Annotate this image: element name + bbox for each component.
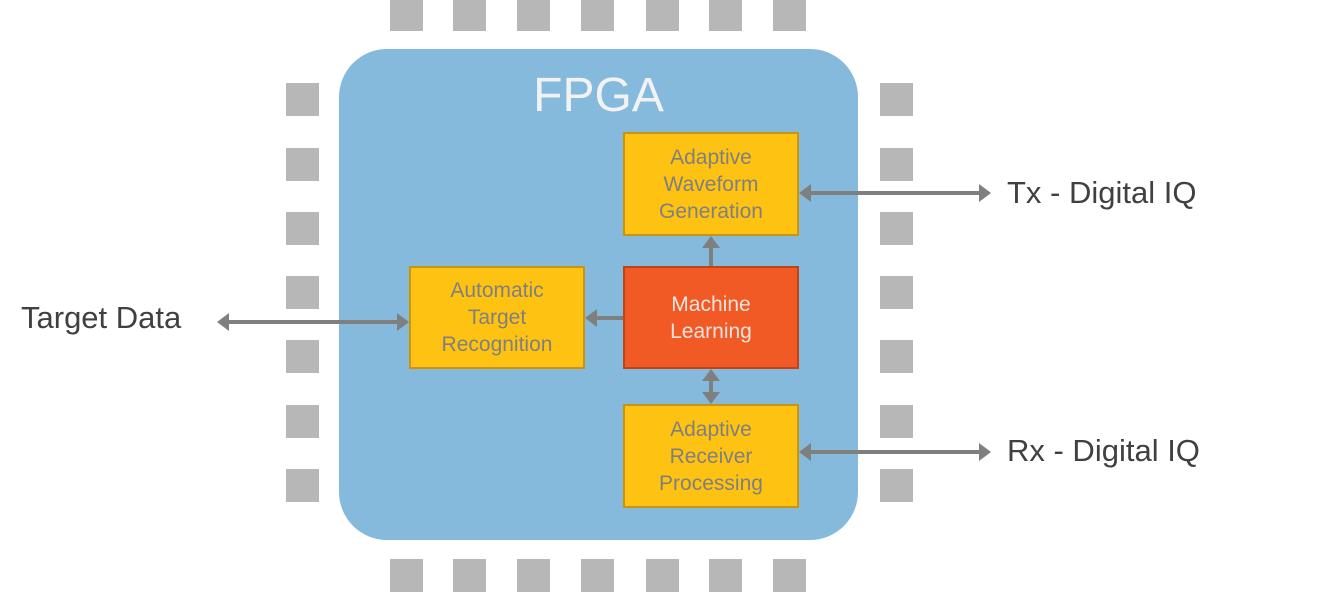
pin <box>709 0 742 31</box>
pin <box>880 83 913 116</box>
block-machine-learning: Machine Learning <box>623 266 799 369</box>
pin <box>581 559 614 592</box>
pin <box>286 148 319 181</box>
pin <box>286 276 319 309</box>
pin <box>709 559 742 592</box>
block-label-line: Receiver <box>669 444 753 468</box>
label-rx-digital-iq: Rx - Digital IQ <box>1007 433 1200 468</box>
arrow-target-data-atr <box>217 313 409 331</box>
pin <box>880 148 913 181</box>
pin <box>880 469 913 502</box>
pin <box>453 0 486 31</box>
block-label-line: Adaptive <box>670 417 752 441</box>
arrow-ml-to-waveform <box>702 236 720 266</box>
block-label-line: Automatic <box>450 279 544 302</box>
arrow-waveform-tx <box>799 184 991 202</box>
pin <box>880 212 913 245</box>
arrow-ml-receiver <box>702 369 720 404</box>
pin <box>286 469 319 502</box>
block-adaptive-waveform-generation: Adaptive Waveform Generation <box>623 132 799 236</box>
pin <box>453 559 486 592</box>
pin <box>880 276 913 309</box>
pin <box>390 559 423 592</box>
block-label-line: Machine <box>671 292 751 316</box>
pin <box>390 0 423 31</box>
block-label-line: Processing <box>659 471 763 495</box>
block-label-line: Generation <box>659 199 763 223</box>
block-label-line: Adaptive <box>670 145 752 169</box>
pin <box>517 0 550 31</box>
pin <box>517 559 550 592</box>
pin <box>286 340 319 373</box>
arrow-ml-to-atr <box>585 309 623 327</box>
pin <box>880 340 913 373</box>
chip-title: FPGA <box>533 69 664 122</box>
pin <box>646 0 679 31</box>
pin <box>773 559 806 592</box>
pin <box>286 83 319 116</box>
arrow-receiver-rx <box>799 443 991 461</box>
pin <box>880 405 913 438</box>
pin <box>581 0 614 31</box>
block-label-line: Recognition <box>441 333 553 356</box>
block-label-line: Waveform <box>663 172 759 196</box>
pin <box>773 0 806 31</box>
label-target-data: Target Data <box>21 300 182 335</box>
block-label-line: Learning <box>670 319 752 343</box>
pin <box>286 212 319 245</box>
label-tx-digital-iq: Tx - Digital IQ <box>1007 175 1197 210</box>
block-automatic-target-recognition: Automatic Target Recognition <box>409 266 585 369</box>
block-adaptive-receiver-processing: Adaptive Receiver Processing <box>623 404 799 508</box>
pin <box>646 559 679 592</box>
block-label-line: Target <box>467 306 527 329</box>
pin <box>286 405 319 438</box>
